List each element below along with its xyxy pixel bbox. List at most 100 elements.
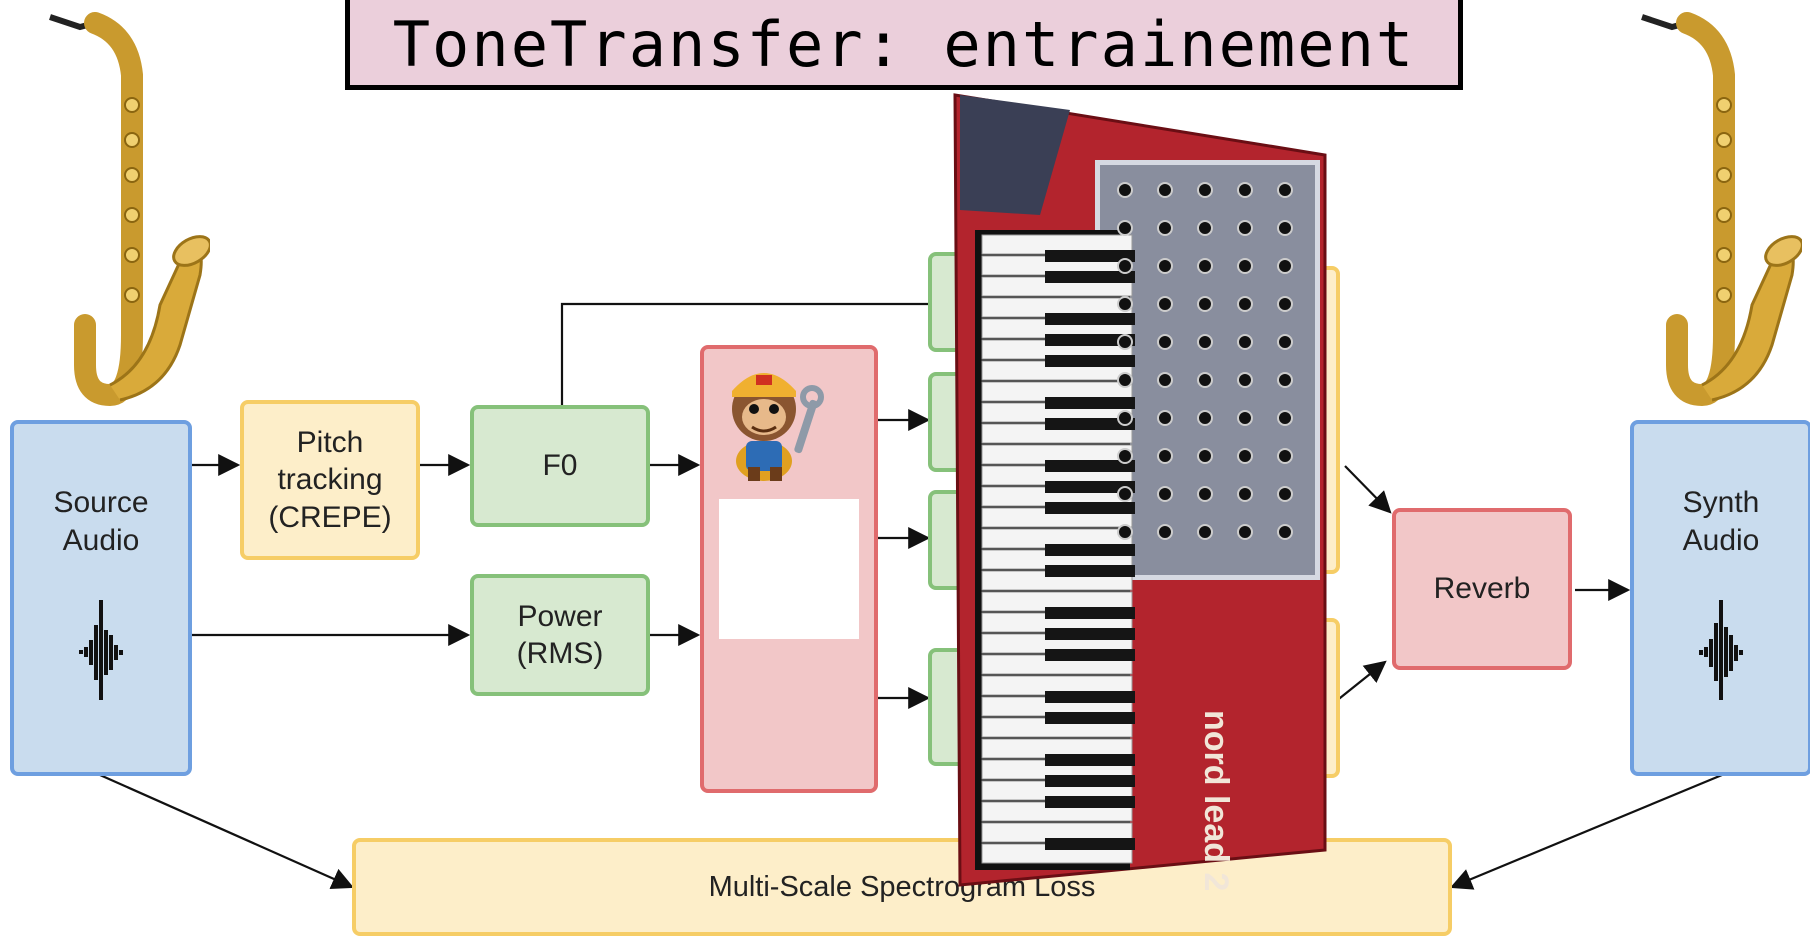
black-key <box>1045 691 1135 703</box>
synth-knob <box>1117 486 1133 502</box>
waveform-icon <box>79 600 123 700</box>
black-key <box>1045 565 1135 577</box>
title-box: ToneTransfer: entrainement <box>345 0 1463 90</box>
synth-knob <box>1197 220 1213 236</box>
f0-label: F0 <box>542 449 578 483</box>
synth-knob <box>1237 410 1253 426</box>
monkey-mascot-icon <box>732 373 824 481</box>
synth-knob <box>1237 220 1253 236</box>
black-key <box>1045 481 1135 493</box>
black-key <box>1045 250 1135 262</box>
black-key <box>1045 334 1135 346</box>
black-key <box>1045 775 1135 787</box>
synth-knob <box>1237 334 1253 350</box>
pitch-label-line1: Pitch <box>296 425 364 459</box>
black-key <box>1045 271 1135 283</box>
synth-knob <box>1197 372 1213 388</box>
pitch-label-line3: (CREPE) <box>268 500 392 534</box>
black-key <box>1045 397 1135 409</box>
synth-brand-label: nord lead 2X <box>1197 710 1235 890</box>
synth-knobs <box>1117 182 1293 540</box>
synth-knob <box>1237 448 1253 464</box>
power-label-line2: (RMS) <box>516 637 604 670</box>
synth-knob <box>1237 182 1253 198</box>
synth-knob <box>1277 486 1293 502</box>
synth-knob <box>1117 448 1133 464</box>
synth-knob <box>1117 372 1133 388</box>
black-key <box>1045 460 1135 472</box>
synth-knob <box>1117 296 1133 312</box>
black-key <box>1045 712 1135 724</box>
synth-knob <box>1237 524 1253 540</box>
synth-knob <box>1237 296 1253 312</box>
synth-knob <box>1277 220 1293 236</box>
synth-audio-label-line1: Synth <box>1682 486 1760 519</box>
synth-knob <box>1197 486 1213 502</box>
synth-knob <box>1117 410 1133 426</box>
synth-knob <box>1117 182 1133 198</box>
loss-box: Multi-Scale Spectrogram Loss <box>352 838 1452 936</box>
synth-knob <box>1157 220 1173 236</box>
black-key <box>1045 754 1135 766</box>
synth-knob <box>1237 372 1253 388</box>
synthesizer-keyboard-image: nord lead 2X <box>953 93 1327 890</box>
black-key <box>1045 355 1135 367</box>
reverb-box: Reverb <box>1392 508 1572 670</box>
synth-knob <box>1237 258 1253 274</box>
synth-knob <box>1277 296 1293 312</box>
synth-knob <box>1157 372 1173 388</box>
synth-knob <box>1197 296 1213 312</box>
synth-knob <box>1197 410 1213 426</box>
black-key <box>1045 313 1135 325</box>
power-label-line1: Power <box>517 599 603 633</box>
f0-box: F0 <box>470 405 650 527</box>
synth-knob <box>1277 182 1293 198</box>
source-audio-box: Source Audio <box>10 420 192 776</box>
synth-knob <box>1157 182 1173 198</box>
synth-knob <box>1237 486 1253 502</box>
monkey-image-frame <box>719 373 859 639</box>
synth-knob <box>1197 524 1213 540</box>
synth-knob <box>1157 296 1173 312</box>
waveform-icon <box>1699 600 1743 700</box>
synth-knob <box>1277 410 1293 426</box>
synth-audio-box: Synth Audio <box>1630 420 1810 776</box>
black-key <box>1045 607 1135 619</box>
synth-knob <box>1157 258 1173 274</box>
synth-knob <box>1157 448 1173 464</box>
synth-knob <box>1277 448 1293 464</box>
synth-knob <box>1277 524 1293 540</box>
synth-knob <box>1197 334 1213 350</box>
source-audio-label-line2: Audio <box>62 523 140 557</box>
black-keys <box>1045 250 1135 850</box>
synth-knob <box>1117 220 1133 236</box>
saxophone-icon <box>49 12 210 407</box>
black-key <box>1045 628 1135 640</box>
black-key <box>1045 418 1135 430</box>
black-key <box>1045 544 1135 556</box>
synth-knob <box>1277 372 1293 388</box>
synth-knob <box>1277 258 1293 274</box>
synth-knob <box>1277 334 1293 350</box>
saxophone-icon <box>1641 12 1802 407</box>
decoder-box <box>700 345 878 793</box>
black-key <box>1045 838 1135 850</box>
synth-knob <box>1157 486 1173 502</box>
reverb-label: Reverb <box>1433 572 1531 606</box>
synth-knob <box>1197 448 1213 464</box>
black-key <box>1045 649 1135 661</box>
page-title: ToneTransfer: entrainement <box>392 7 1416 81</box>
synth-knob <box>1157 410 1173 426</box>
pitch-tracking-box: Pitch tracking (CREPE) <box>240 400 420 560</box>
synth-knob <box>1197 182 1213 198</box>
source-audio-label-line1: Source <box>53 486 149 519</box>
synth-knob <box>1157 334 1173 350</box>
black-key <box>1045 796 1135 808</box>
synth-knob <box>1117 334 1133 350</box>
synth-knob <box>1157 524 1173 540</box>
synth-audio-label-line2: Audio <box>1682 523 1760 557</box>
synth-knob <box>1117 524 1133 540</box>
synth-knob <box>1197 258 1213 274</box>
power-box: Power (RMS) <box>470 574 650 696</box>
